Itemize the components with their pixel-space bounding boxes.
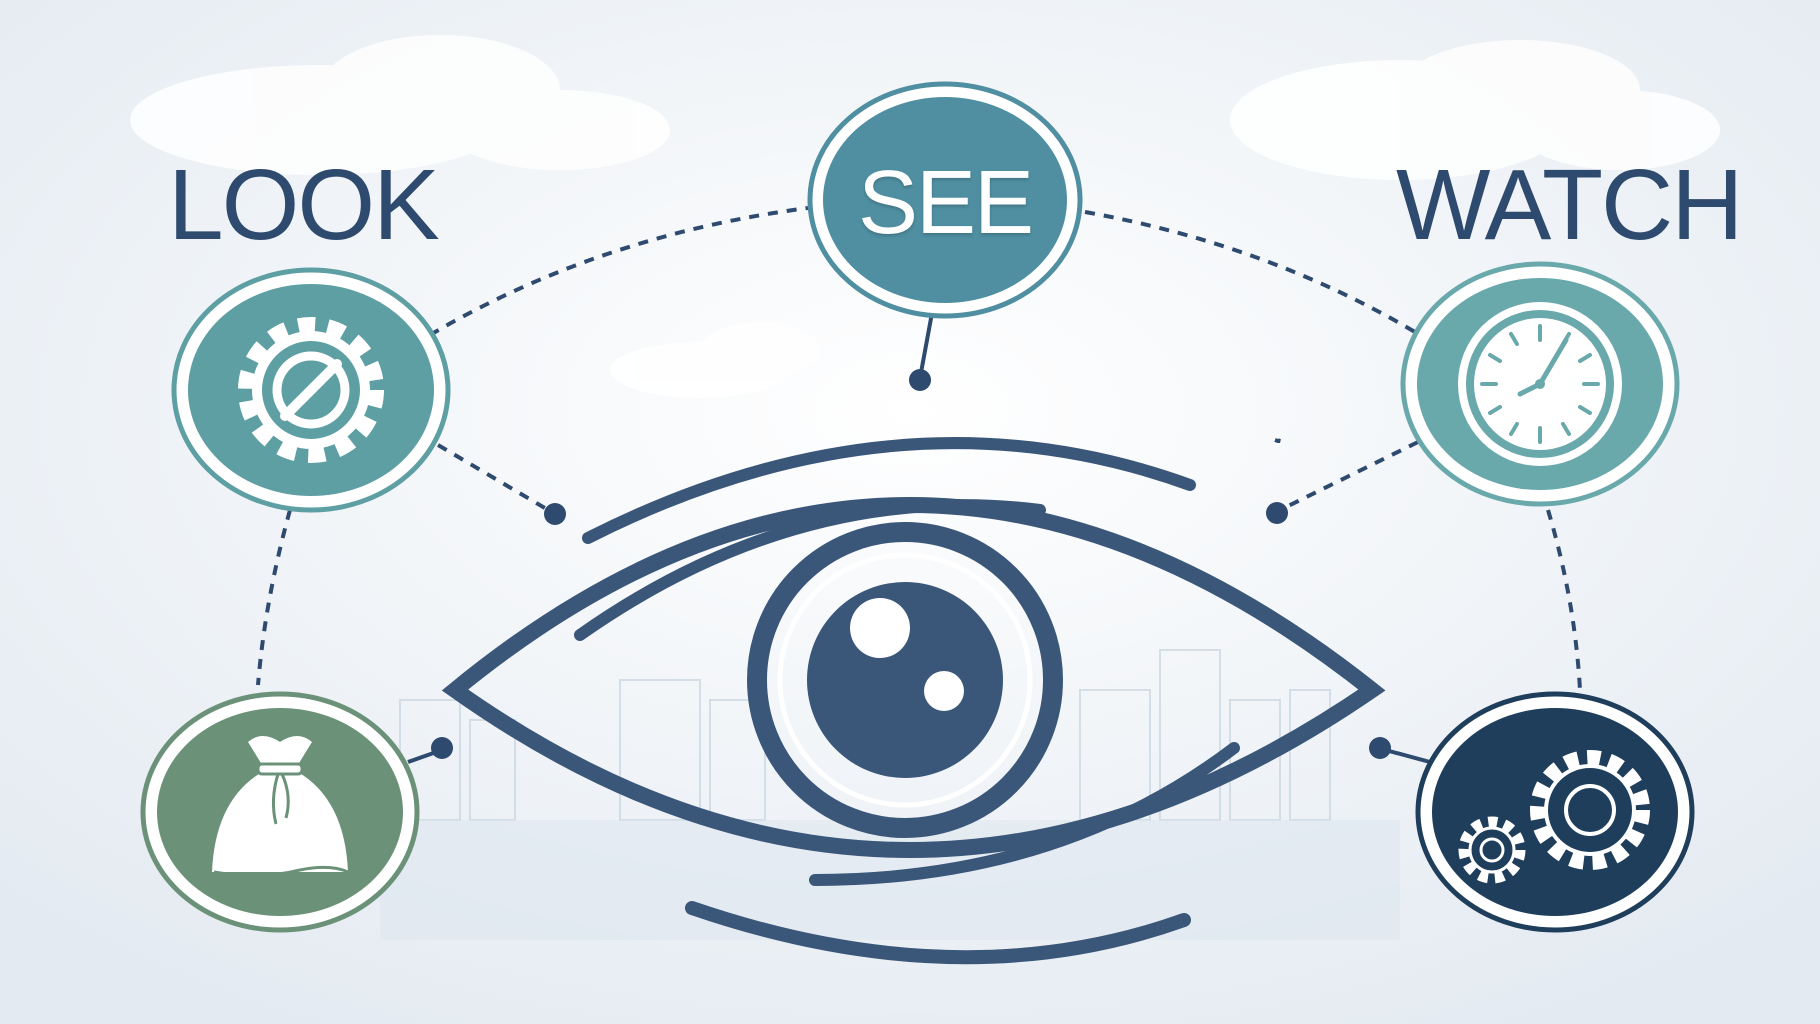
- connectors: [256, 206, 1582, 691]
- clock-icon: [1458, 302, 1622, 466]
- eye-icon: [441, 437, 1386, 965]
- money-bag-icon: [212, 736, 349, 878]
- see-label: SEE: [857, 153, 1034, 253]
- money-bag-node: [140, 691, 420, 933]
- look-label: LOOK: [168, 149, 440, 261]
- gears-icon: [1458, 750, 1650, 884]
- watch-label: WATCH: [1396, 149, 1743, 261]
- clouds: [130, 35, 1720, 398]
- gear-no-icon: [238, 317, 384, 463]
- gears-node: [1415, 691, 1695, 933]
- clock-node: [1400, 261, 1680, 507]
- eye-iris: [807, 582, 1003, 778]
- connector-dots: [431, 369, 1391, 759]
- gear-no-node: [171, 267, 451, 513]
- see-node: [807, 81, 1083, 319]
